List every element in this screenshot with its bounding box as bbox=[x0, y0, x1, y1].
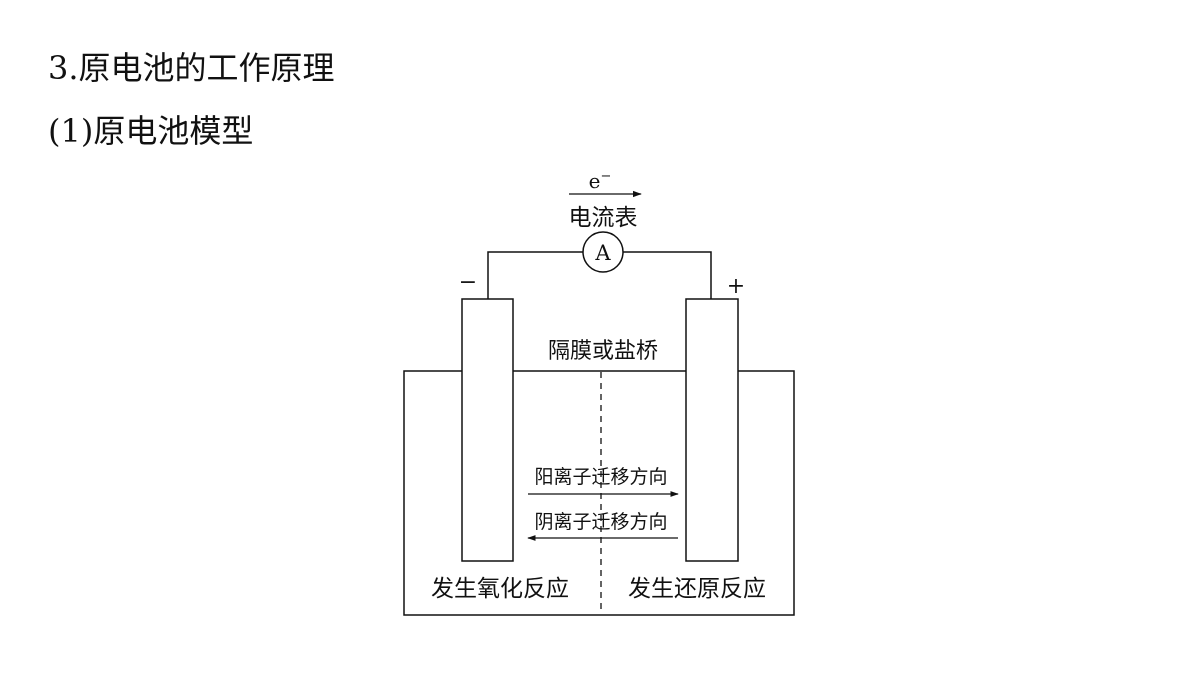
ammeter-symbol: A bbox=[594, 241, 611, 265]
oxidation-label: 发生氧化反应 bbox=[431, 576, 569, 602]
wire-right bbox=[623, 251, 712, 299]
container bbox=[403, 370, 795, 616]
reduction-label: 发生还原反应 bbox=[628, 576, 766, 602]
electron-label: e− bbox=[589, 169, 612, 193]
cation-migration-label: 阳离子迁移方向 bbox=[534, 466, 667, 488]
ammeter-icon bbox=[582, 231, 624, 273]
positive-electrode bbox=[685, 298, 739, 562]
slide-heading: 3.原电池的工作原理 bbox=[48, 49, 335, 87]
ammeter-label: 电流表 bbox=[569, 205, 638, 231]
separator-label: 隔膜或盐桥 bbox=[548, 339, 658, 364]
anion-migration-label: 阴离子迁移方向 bbox=[534, 511, 667, 533]
negative-sign: − bbox=[459, 270, 477, 295]
slide-subheading: (1)原电池模型 bbox=[48, 112, 254, 150]
positive-sign: + bbox=[727, 274, 745, 299]
wire-left bbox=[487, 251, 583, 299]
negative-electrode bbox=[461, 298, 514, 562]
